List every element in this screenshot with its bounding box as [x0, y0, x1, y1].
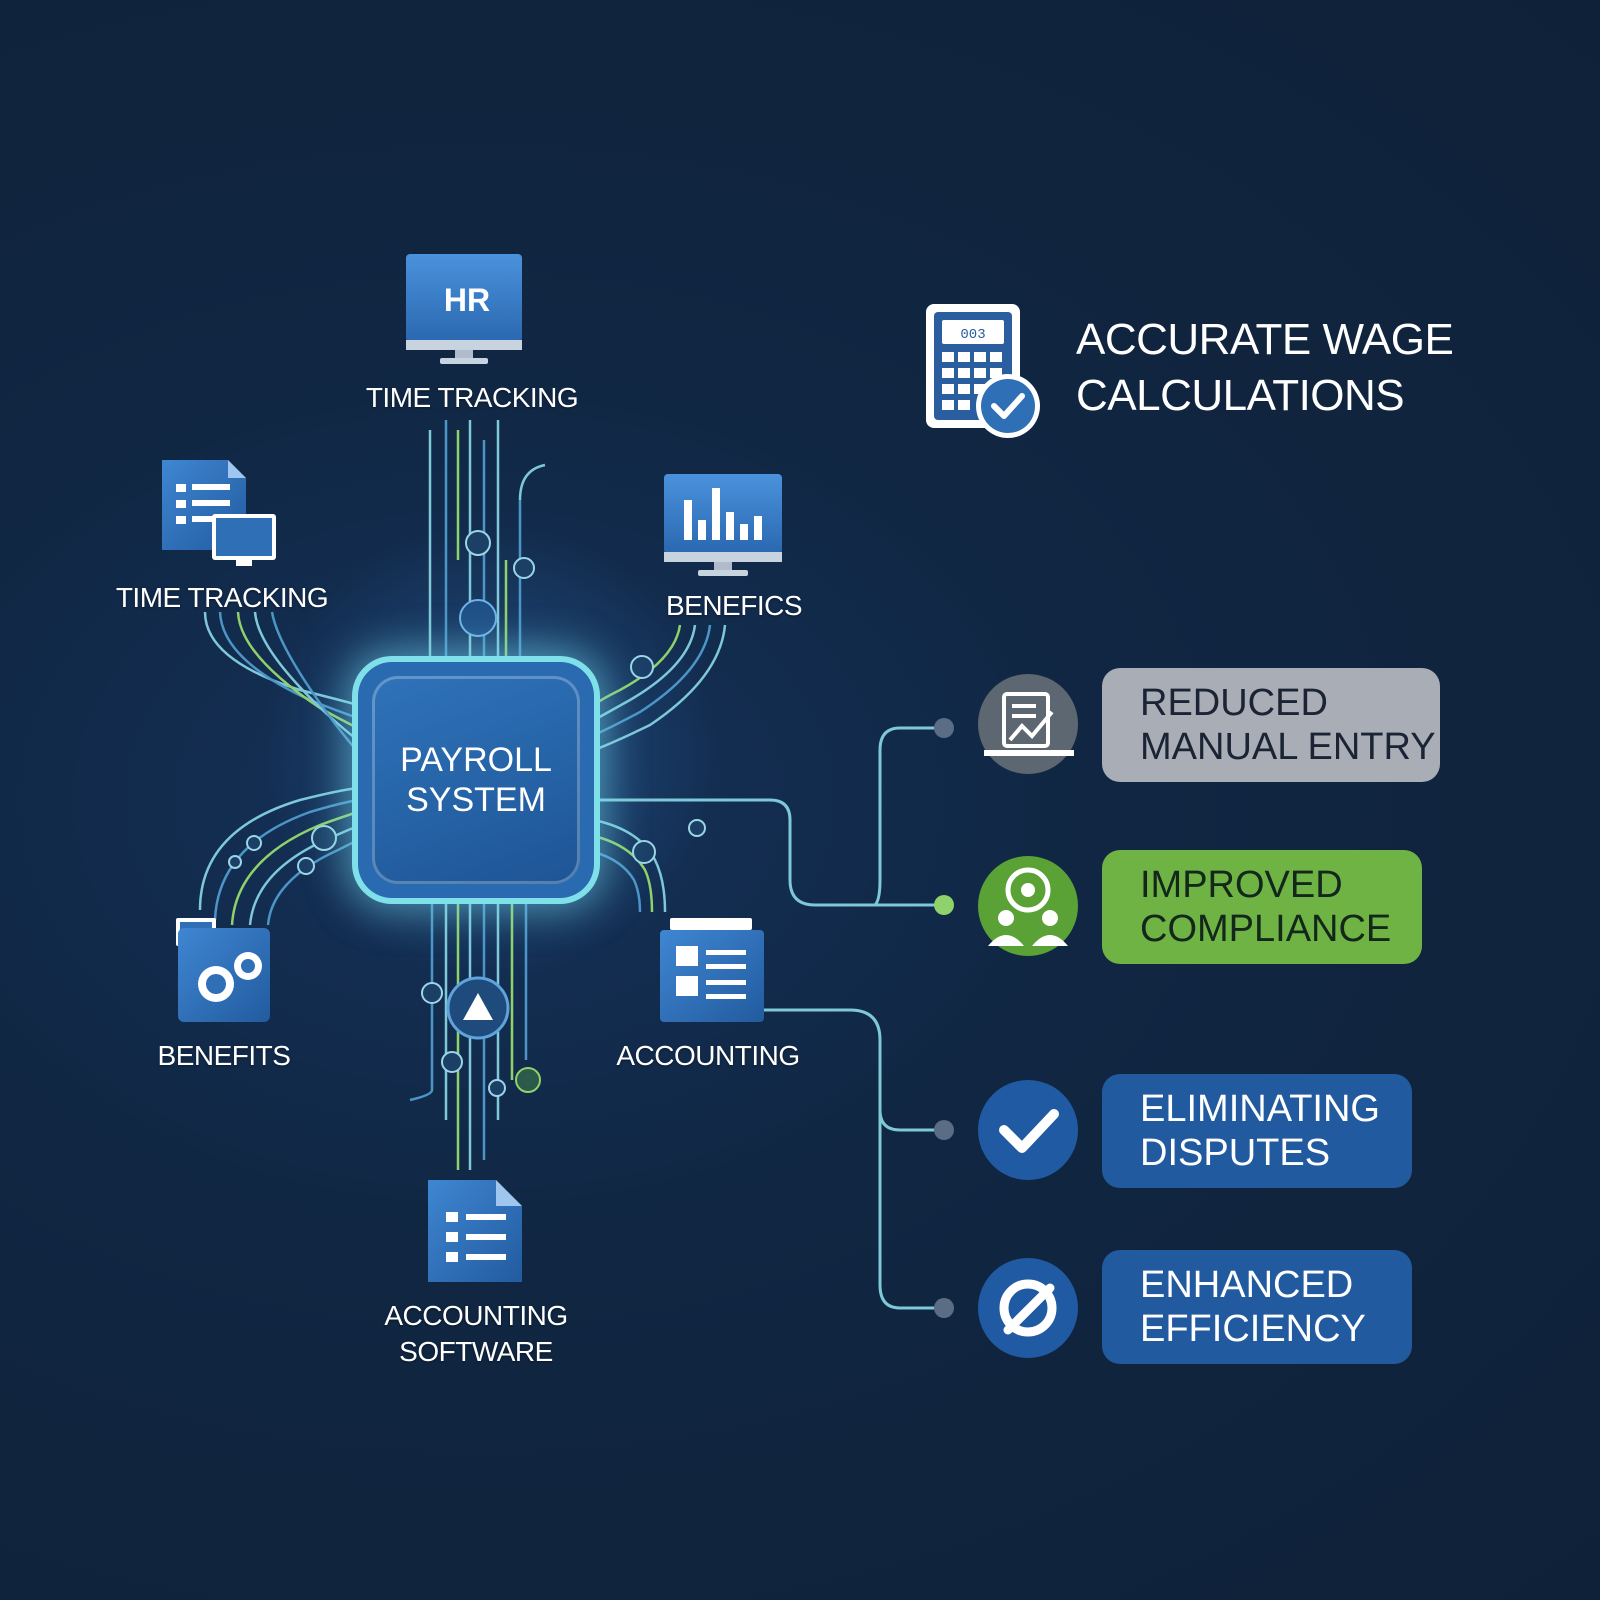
node-icon — [228, 855, 242, 869]
node-icon — [488, 1079, 506, 1097]
node-icon — [688, 819, 706, 837]
node-icon — [630, 655, 654, 679]
node-icon — [632, 840, 656, 864]
lines-up — [428, 420, 546, 662]
accounting-label: ACCOUNTING — [616, 1040, 800, 1071]
benefit-label: IMPROVED COMPLIANCE — [1140, 864, 1392, 950]
connector-dots — [934, 718, 954, 1318]
people-network-icon — [978, 856, 1078, 956]
hr-icon-text: HR — [443, 281, 491, 318]
benefit-label: REDUCED MANUAL ENTRY — [1140, 682, 1436, 768]
connector-dot — [934, 895, 954, 915]
payroll-system-hub: PAYROLL SYSTEM — [358, 662, 594, 898]
time-tracking-docs-icon — [162, 460, 276, 566]
benefit-connectors — [594, 726, 940, 1310]
lines-upper-right — [593, 624, 727, 752]
line-nodes — [228, 530, 706, 1097]
benefit-label: ELIMINATING DISPUTES — [1140, 1088, 1380, 1174]
benefits-chat-icon — [176, 918, 270, 1022]
benefit-label: ENHANCED EFFICIENCY — [1140, 1264, 1366, 1350]
lines-lower-left — [198, 786, 359, 926]
accounting-software-label: ACCOUNTING SOFTWARE — [384, 1300, 568, 1367]
accounting-software-doc-icon — [428, 1180, 522, 1282]
connector-dot — [934, 1120, 954, 1140]
benefit-pill-reduced-manual-entry: REDUCED MANUAL ENTRY — [1102, 668, 1440, 782]
time-tracking-left-label: TIME TRACKING — [115, 582, 329, 613]
node-icon — [421, 982, 443, 1004]
calculator-icon — [926, 304, 1040, 438]
node-icon — [459, 599, 497, 637]
benefit-pill-improved-compliance: IMPROVED COMPLIANCE — [1102, 850, 1422, 964]
target-icon — [978, 1258, 1078, 1358]
gear-node-glyph — [463, 993, 493, 1020]
hr-monitor-icon — [406, 254, 522, 364]
node-icon — [465, 530, 491, 556]
benefics-label: BENEFICS — [665, 590, 803, 621]
time-tracking-top-label: TIME TRACKING — [365, 382, 579, 413]
bar-chart-monitor-icon — [664, 474, 782, 576]
node-icon — [513, 557, 535, 579]
lines-lower-right — [593, 818, 667, 913]
benefits-label: BENEFITS — [157, 1040, 291, 1071]
benefit-pill-enhanced-efficiency: ENHANCED EFFICIENCY — [1102, 1250, 1412, 1364]
node-icon — [515, 1067, 541, 1093]
payroll-system-hub-inner: PAYROLL SYSTEM — [372, 676, 580, 884]
node-icon — [441, 1051, 463, 1073]
benefit-pill-eliminating-disputes: ELIMINATING DISPUTES — [1102, 1074, 1412, 1188]
calculator-display: 003 — [960, 327, 985, 343]
checkmark-icon — [978, 1080, 1078, 1180]
lines-upper-left — [203, 611, 359, 753]
accurate-wage-headline: ACCURATE WAGE CALCULATIONS — [1076, 315, 1454, 420]
node-icon — [246, 835, 262, 851]
connector-dot — [934, 1298, 954, 1318]
document-chart-icon — [978, 674, 1078, 774]
connector-dot — [934, 718, 954, 738]
node-icon — [311, 825, 337, 851]
payroll-system-title: PAYROLL SYSTEM — [400, 741, 552, 819]
spreadsheet-icon — [660, 918, 764, 1022]
node-icon — [297, 857, 315, 875]
